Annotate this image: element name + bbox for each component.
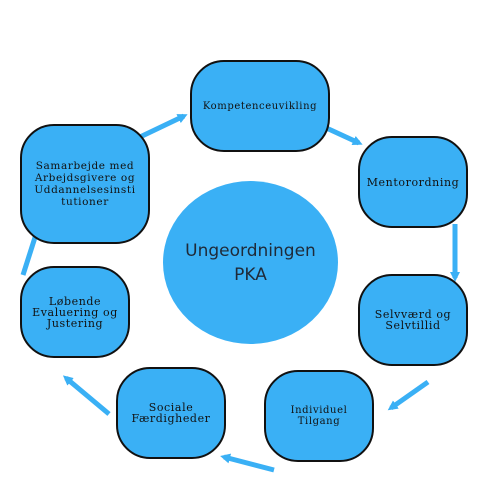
node-samarbejde: Samarbejde med Arbejdsgivere og Uddannel… bbox=[20, 124, 150, 244]
arrow-n7-n1 bbox=[138, 113, 188, 140]
node-label: Løbende Evaluering og Justering bbox=[32, 294, 118, 330]
center-node: Ungeordningen PKA bbox=[163, 181, 338, 344]
node-label: Selvværd og Selvtillid bbox=[374, 308, 452, 332]
arrow-n5-n6 bbox=[62, 375, 111, 416]
node-individuel-tilgang: Individuel Tilgang bbox=[264, 370, 374, 462]
node-mentorordning: Mentorordning bbox=[358, 136, 468, 228]
node-selvvaerd: Selvværd og Selvtillid bbox=[358, 274, 468, 366]
arrow-n4-n5 bbox=[220, 453, 275, 473]
node-kompetenceuvikling: Kompetenceuvikling bbox=[190, 60, 330, 152]
node-label: Mentorordning bbox=[366, 175, 460, 189]
node-label: Individuel Tilgang bbox=[290, 405, 348, 427]
node-label: Kompetenceuvikling bbox=[202, 100, 318, 112]
node-label: Samarbejde med Arbejdsgivere og Uddannel… bbox=[34, 160, 136, 208]
center-subtitle: PKA bbox=[234, 264, 267, 285]
center-title: Ungeordningen bbox=[185, 240, 316, 261]
arrow-n3-n4 bbox=[387, 379, 430, 411]
node-sociale-faerdigheder: Sociale Færdigheder bbox=[116, 367, 226, 459]
node-label: Sociale Færdigheder bbox=[131, 401, 211, 425]
node-loebende-evaluering: Løbende Evaluering og Justering bbox=[20, 266, 130, 358]
